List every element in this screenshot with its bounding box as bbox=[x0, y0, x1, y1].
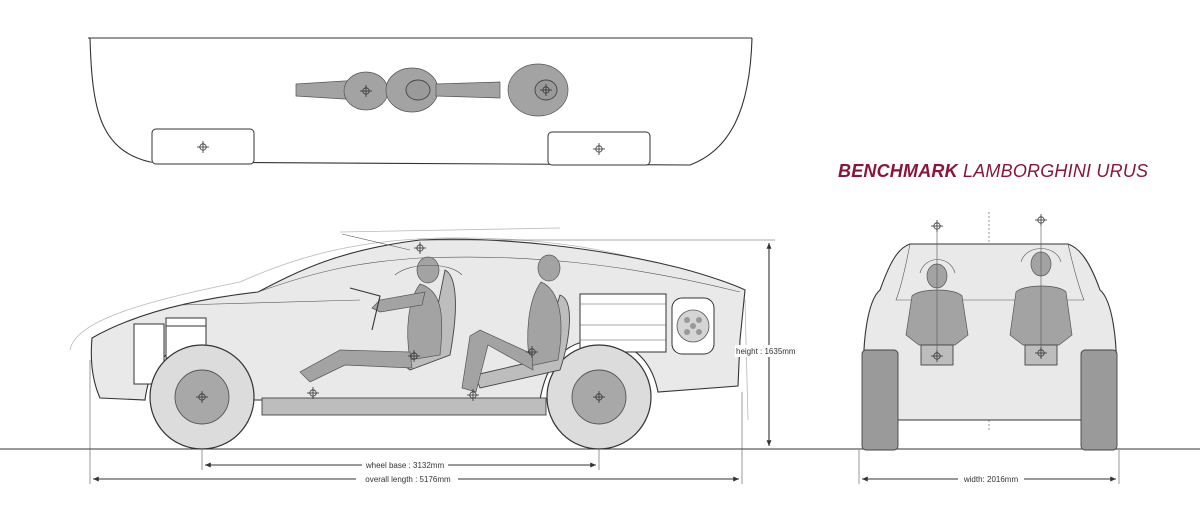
front-view: width: 2016mm bbox=[858, 212, 1120, 485]
rear-wheel bbox=[546, 344, 652, 450]
wheel-base-label: wheel base : 3132mm bbox=[365, 461, 445, 470]
drawing-title: BENCHMARK LAMBORGHINI URUS bbox=[838, 161, 1148, 182]
overall-length-label: overall length : 5176mm bbox=[365, 475, 451, 484]
steering-column bbox=[349, 287, 381, 331]
top-view-body-outline bbox=[89, 37, 753, 166]
front-view-body bbox=[863, 243, 1117, 421]
front-view-left-tyre bbox=[861, 349, 899, 451]
side-view-floor bbox=[261, 397, 547, 416]
driver-figure bbox=[299, 256, 443, 383]
front-view-occupants bbox=[905, 213, 1073, 366]
top-view-occupants bbox=[295, 63, 569, 117]
passenger-figure bbox=[461, 254, 562, 393]
rear-components bbox=[579, 293, 715, 355]
title-model: LAMBORGHINI URUS bbox=[963, 161, 1149, 181]
front-view-right-tyre bbox=[1080, 349, 1118, 451]
side-view: height : 1635mm wheel base : 3132mm over… bbox=[0, 227, 1200, 485]
height-label: height : 1635mm bbox=[736, 347, 796, 356]
height-dimension: height : 1635mm bbox=[420, 239, 807, 446]
front-wheel bbox=[149, 344, 255, 450]
top-view bbox=[88, 37, 753, 166]
title-brand: BENCHMARK bbox=[838, 161, 958, 181]
width-label: width: 2016mm bbox=[963, 475, 1019, 484]
length-dimensions: wheel base : 3132mm overall length : 517… bbox=[89, 360, 743, 485]
